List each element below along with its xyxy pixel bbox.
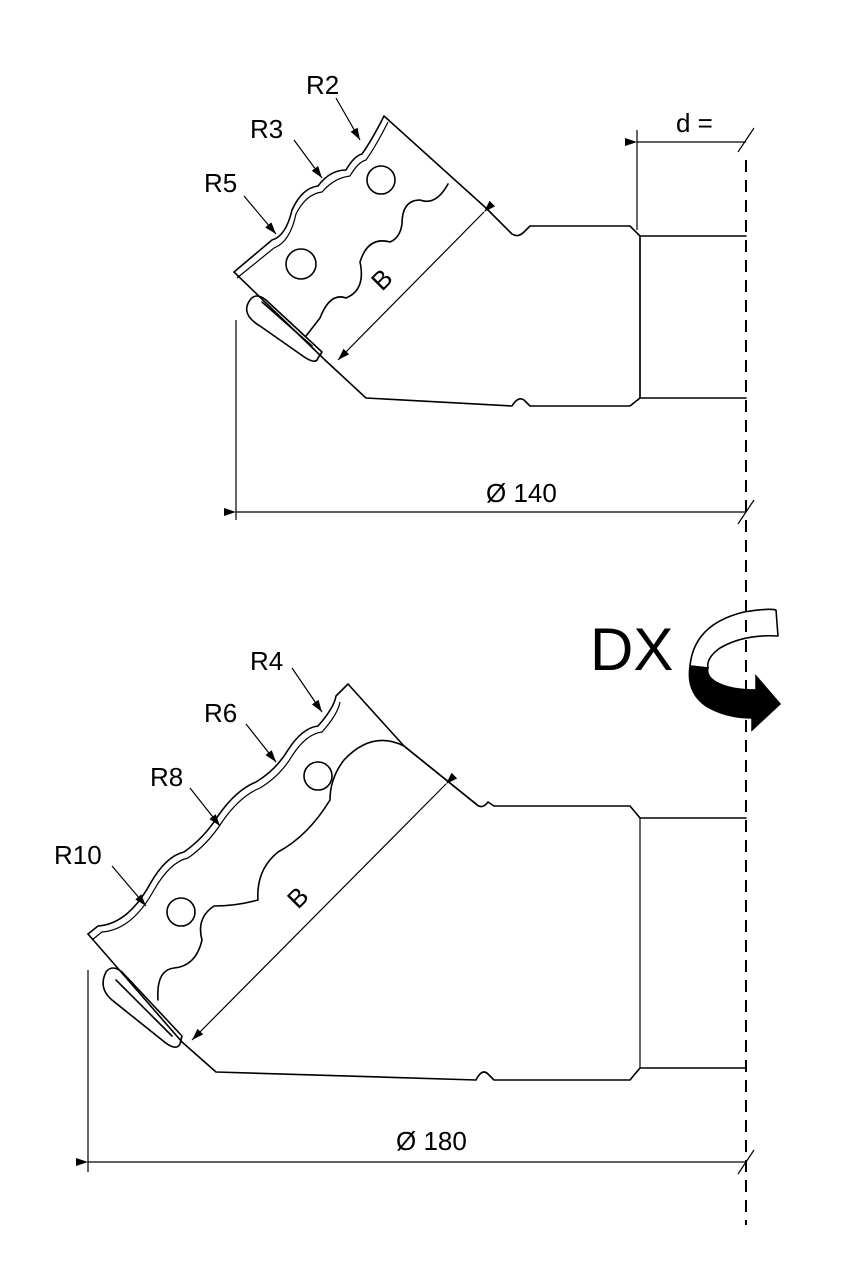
top-clamp xyxy=(245,295,323,362)
bottom-clamp xyxy=(102,967,183,1048)
top-width-label: B xyxy=(365,263,398,296)
top-hole-lower xyxy=(285,248,317,280)
bottom-diameter-label: Ø 180 xyxy=(396,1126,467,1156)
bottom-hub-outline xyxy=(181,745,747,1081)
rotation-label: DX xyxy=(590,616,673,683)
rotation-arrow-icon xyxy=(688,608,782,732)
top-hub-outline xyxy=(324,207,747,407)
bottom-radius-label-r10: R10 xyxy=(54,840,102,870)
bottom-hole-lower xyxy=(166,897,196,927)
top-labels: R2 R3 R5 B Ø 140 d = xyxy=(204,70,713,508)
bottom-radius-label-r4: R4 xyxy=(250,646,283,676)
bottom-width-label: B xyxy=(281,881,314,914)
bottom-radius-label-r6: R6 xyxy=(204,698,237,728)
top-cutter xyxy=(224,97,755,525)
top-radius-label-r5: R5 xyxy=(204,168,237,198)
top-diameter-label: Ø 140 xyxy=(486,478,557,508)
top-radius-label-r3: R3 xyxy=(250,114,283,144)
rotation-indicator: DX xyxy=(590,608,782,732)
bottom-labels: R4 R6 R8 R10 B Ø 180 xyxy=(54,646,467,1156)
top-hole-upper xyxy=(366,165,396,195)
bottom-radius-label-r8: R8 xyxy=(150,762,183,792)
bottom-hole-upper xyxy=(303,761,333,791)
d-label: d = xyxy=(676,108,713,138)
bottom-cutter xyxy=(76,667,755,1175)
bottom-blade-profile xyxy=(87,683,477,935)
top-radius-label-r2: R2 xyxy=(306,70,339,100)
top-blade-profile xyxy=(233,115,487,273)
